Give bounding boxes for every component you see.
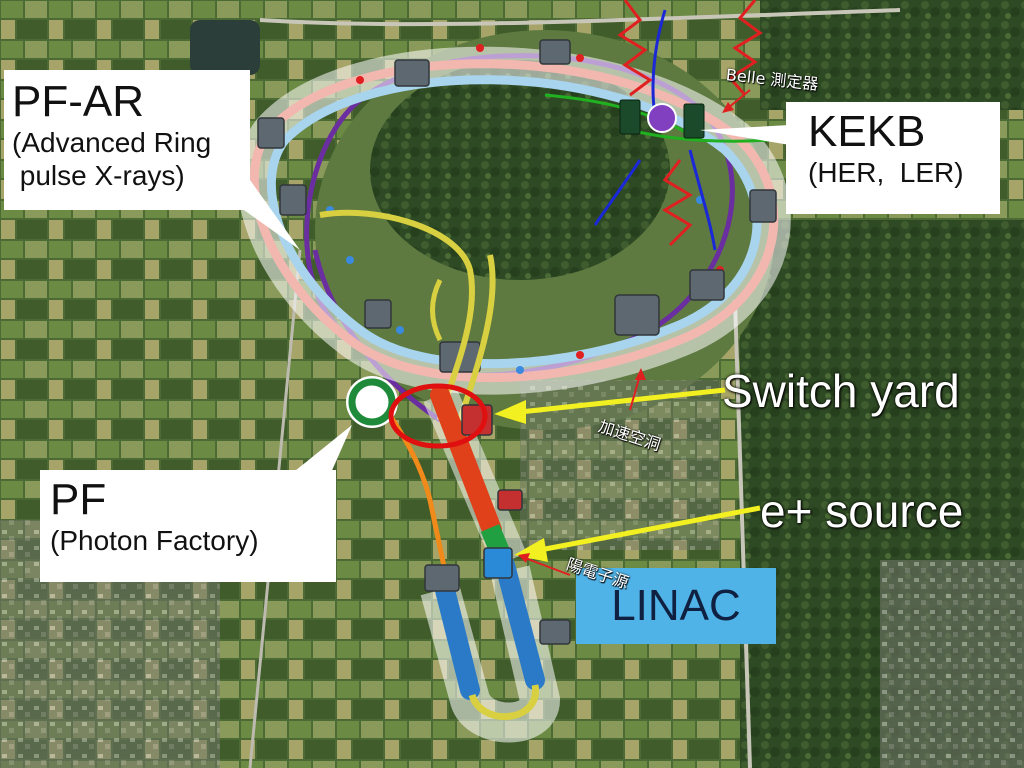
pond (190, 20, 260, 75)
kekb-subtitle: (HER, LER) (808, 157, 964, 188)
beam-transport-yellow-3 (430, 278, 443, 342)
campus-buildings (520, 380, 720, 550)
belle-detector-icon (544, 0, 791, 251)
switch-yard-label: Switch yard (722, 365, 960, 417)
pf-ar-description-line1: (Advanced Ring (12, 127, 212, 158)
kekb-callout: KEKB (HER, LER) (786, 102, 1000, 214)
linac-blue-leg-right (495, 555, 545, 690)
terrain-forest-top (760, 0, 1024, 110)
linac-blue-shadow (420, 565, 561, 743)
kekb-pointer (700, 125, 790, 145)
e-plus-source-label: e+ source (760, 485, 964, 537)
pf-ar-callout: PF-AR (Advanced Ring pulse X-rays) (4, 70, 250, 210)
beam-transport-yellow-2 (457, 254, 496, 421)
pf-ar-description-line2: pulse X-rays) (12, 160, 185, 191)
pf-ar-title: PF-AR (12, 77, 144, 126)
linac-callout: LINAC (576, 568, 776, 644)
linac-tube (430, 385, 502, 540)
road-east (733, 299, 752, 768)
linac-blue-leg-left (435, 580, 480, 700)
town-patch-right (880, 560, 1024, 768)
pf-callout: PF (Photon Factory) (40, 470, 336, 582)
pf-subtitle: (Photon Factory) (50, 525, 259, 556)
road-north (259, 8, 901, 27)
pf-title: PF (50, 475, 107, 524)
switch-yard-highlight (388, 383, 488, 449)
pf-ring-inner (348, 378, 396, 426)
magnet-block-icon (257, 39, 777, 373)
kekb-her-ring (249, 59, 779, 383)
pf-pointer (290, 425, 352, 475)
linac-arc (468, 684, 539, 721)
kekb-ler-ring (266, 75, 762, 369)
yellow-arrows (494, 387, 761, 562)
kekb-title: KEKB (808, 107, 926, 156)
beam-transport-yellow-1 (319, 209, 475, 421)
red-arrows (518, 89, 751, 576)
